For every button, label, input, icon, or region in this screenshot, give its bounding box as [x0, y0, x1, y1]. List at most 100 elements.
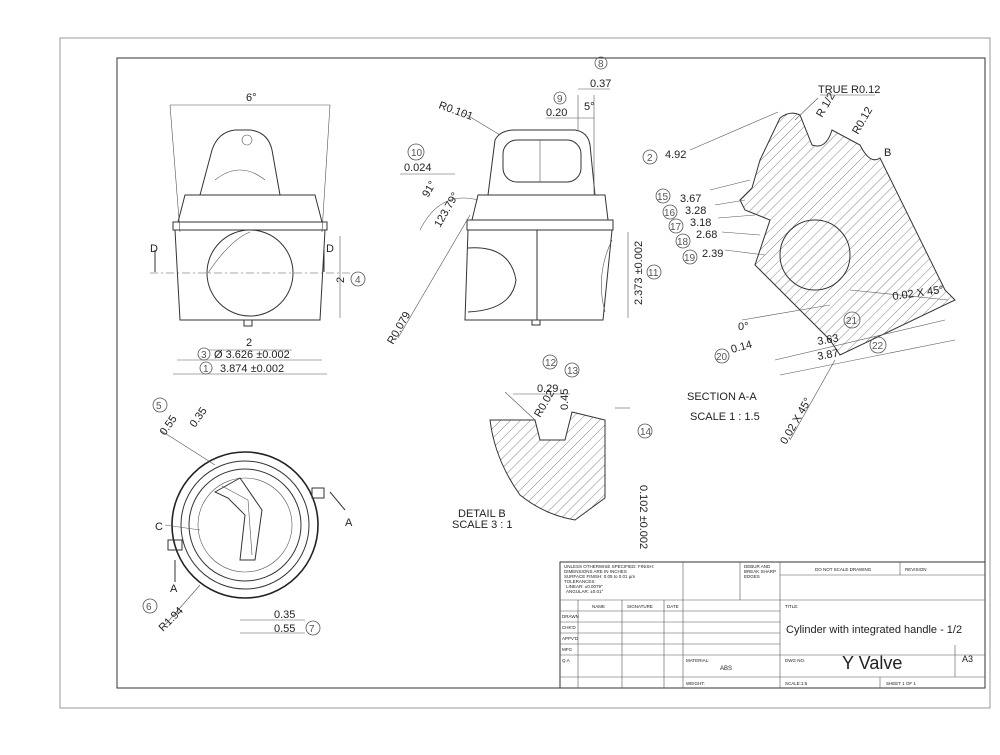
svg-text:7: 7 [309, 624, 315, 635]
dim-492: 4.92 [665, 149, 686, 161]
svg-text:APPV'D: APPV'D [562, 636, 579, 641]
svg-text:BREAK SHARP: BREAK SHARP [744, 569, 776, 574]
svg-text:22: 22 [872, 341, 884, 352]
dim-0024: 0.024 [404, 162, 432, 174]
side-handle [487, 129, 596, 196]
svg-text:MATERIAL:: MATERIAL: [686, 658, 709, 663]
dim-angle-91: 91° [420, 179, 439, 199]
svg-text:SCALE:1:5: SCALE:1:5 [785, 681, 808, 686]
dim-r194: R1.94 [157, 605, 186, 634]
dim-035: 0.35 [188, 405, 210, 429]
svg-text:REVISION: REVISION [905, 567, 927, 572]
svg-text:DO NOT SCALE DRAWING: DO NOT SCALE DRAWING [815, 567, 872, 572]
top-outer-circle [171, 451, 319, 599]
svg-text:SIGNATURE: SIGNATURE [627, 604, 653, 609]
detail-b-view: 0.29 R0.02 0.45 12 13 0.102 ±0.002 14 [489, 354, 653, 549]
detail-b-scale: SCALE 3 : 1 [452, 519, 513, 531]
svg-text:FINISH:: FINISH: [638, 564, 654, 569]
dim-014: 0.14 [730, 339, 754, 356]
section-title: SECTION A-A [687, 391, 757, 403]
dim-height-side: 2.373 ±0.002 [633, 241, 645, 305]
section-hatched-body [739, 112, 956, 356]
dim-true-r012: TRUE R0.12 [818, 84, 880, 96]
svg-text:TOLERANCES:: TOLERANCES: [564, 579, 596, 584]
svg-text:DIMENSIONS ARE IN INCHES: DIMENSIONS ARE IN INCHES [564, 569, 627, 574]
dim-328: 3.28 [685, 205, 706, 217]
bore-circle [206, 229, 294, 317]
svg-text:14: 14 [640, 427, 652, 438]
svg-text:LINEAR: ±0.0079": LINEAR: ±0.0079" [566, 584, 603, 589]
svg-text:8: 8 [598, 59, 604, 70]
dim-029: 0.29 [537, 383, 558, 395]
side-view: R0.101 8 0.37 9 5° 0.20 10 0.024 91° 123… [385, 56, 662, 531]
dim-035-bottom: 0.35 [274, 609, 295, 621]
detail-b-label: DETAIL B [458, 508, 506, 520]
dim-r012: R0.12 [850, 105, 875, 136]
svg-text:UNLESS OTHERWISE SPECIFIED:: UNLESS OTHERWISE SPECIFIED: [564, 564, 637, 569]
svg-text:DEBUR AND: DEBUR AND [744, 564, 771, 569]
dim-268: 2.68 [696, 229, 717, 241]
dim-0102: 0.102 ±0.002 [637, 485, 649, 549]
svg-text:9: 9 [557, 94, 563, 105]
dim-diameter: Ø 3.626 ±0.002 [214, 349, 290, 361]
svg-text:19: 19 [684, 253, 696, 264]
dim-0deg: 0° [738, 321, 749, 333]
svg-text:2: 2 [647, 153, 653, 164]
svg-text:MFG: MFG [562, 647, 572, 652]
svg-text:EDGES: EDGES [744, 574, 760, 579]
dim-width: 3.874 ±0.002 [220, 363, 284, 375]
top-view: 5 0.55 0.35 C A A 6 R1.94 0.35 0.55 7 [142, 397, 353, 636]
dim-height-front: 2 [335, 277, 347, 283]
svg-text:15: 15 [657, 192, 669, 203]
dim-055: 0.55 [158, 413, 180, 437]
dim-020: 0.20 [546, 107, 567, 119]
svg-text:17: 17 [670, 222, 682, 233]
svg-text:3: 3 [201, 350, 207, 361]
dim-r0079: R0.079 [385, 310, 413, 347]
dim-r002: R0.02 [532, 388, 557, 419]
dim-363: 3.63 [816, 332, 839, 348]
dim-367: 3.67 [680, 193, 701, 205]
title-block: UNLESS OTHERWISE SPECIFIED: DIMENSIONS A… [559, 561, 986, 689]
svg-text:DATE: DATE [667, 604, 679, 609]
section-scale: SCALE 1 : 1.5 [690, 411, 760, 423]
svg-text:SURFACE FINISH: 0.05 to 0.01 µ: SURFACE FINISH: 0.05 to 0.01 µm [564, 574, 635, 579]
svg-text:SHEET 1 OF 1: SHEET 1 OF 1 [886, 681, 916, 686]
svg-text:5: 5 [156, 401, 162, 412]
svg-text:4: 4 [355, 275, 361, 286]
svg-text:DWG NO.: DWG NO. [785, 658, 805, 663]
svg-text:11: 11 [648, 268, 659, 279]
svg-text:1: 1 [203, 364, 209, 375]
handle-outline [199, 129, 281, 196]
svg-text:21: 21 [846, 316, 858, 327]
section-aa-view: TRUE R0.12 R 1/2 R0.12 B 2 4.92 15 3.67 … [642, 84, 956, 447]
svg-text:DRAWN: DRAWN [562, 614, 579, 619]
body-outline [174, 229, 326, 321]
svg-text:13: 13 [567, 366, 579, 377]
material-value: ABS [720, 666, 732, 672]
detail-hatched-region [489, 411, 606, 521]
section-bore [779, 219, 851, 291]
drawing-number: Y Valve [842, 653, 902, 673]
svg-text:10: 10 [411, 148, 423, 159]
label-b: B [884, 147, 891, 159]
svg-text:18: 18 [677, 237, 689, 248]
dim-angle-top: 6° [246, 92, 257, 104]
dim-r0101: R0.101 [437, 100, 474, 123]
dim-angle-12379: 123.79° [432, 191, 461, 230]
svg-text:6: 6 [146, 602, 152, 613]
drawing-title: Cylinder with integrated handle - 1/2 [786, 624, 962, 636]
front-view: 6° D D 2 4 2 Ø 3.626 ±0.002 3 3.874 ±0.0… [150, 92, 366, 375]
label-a-right: A [345, 517, 353, 529]
dim-055-bottom: 0.55 [274, 623, 295, 635]
dim-239: 2.39 [702, 248, 723, 260]
label-c: C [155, 521, 163, 533]
dim-chamfer-2: 0.02 X 45° [778, 396, 814, 447]
dim-387: 3.87 [816, 347, 839, 363]
svg-text:12: 12 [545, 358, 557, 369]
dim-045: 0.45 [559, 389, 571, 410]
section-mark-left: D [150, 243, 158, 255]
dim-318: 3.18 [690, 217, 711, 229]
